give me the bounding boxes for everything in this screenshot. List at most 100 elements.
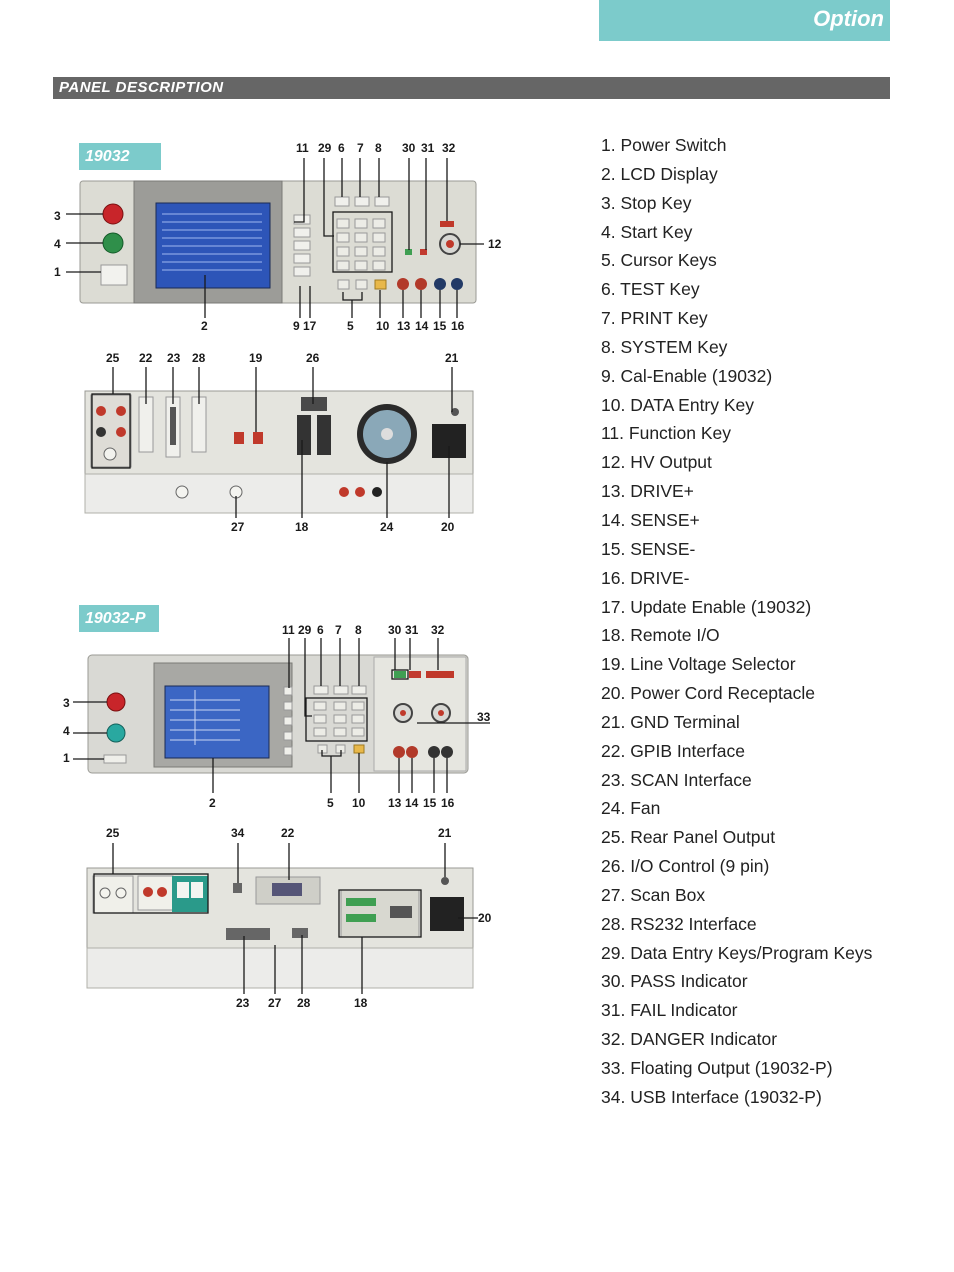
legend-item: 6. TEST Key	[601, 279, 700, 300]
legend-item: 13. DRIVE+	[601, 481, 694, 502]
callout: 27	[268, 996, 282, 1010]
callout: 16	[441, 796, 455, 810]
callout: 13	[388, 796, 402, 810]
callout: 2	[209, 796, 216, 810]
callout: 6	[338, 141, 345, 155]
legend-item: 30. PASS Indicator	[601, 971, 748, 992]
callout: 27	[231, 520, 245, 534]
option-label: Option	[813, 6, 884, 31]
callout: 15	[433, 319, 447, 333]
legend-item: 28. RS232 Interface	[601, 913, 757, 934]
callout: 16	[451, 319, 465, 333]
callout: 15	[423, 796, 437, 810]
legend-item: 26. I/O Control (9 pin)	[601, 856, 770, 877]
callout: 31	[405, 623, 419, 637]
legend-item: 32. DANGER Indicator	[601, 1029, 778, 1050]
callout: 31	[421, 141, 435, 155]
callout: 25	[106, 826, 120, 840]
rear-19032-leader-lines	[91, 367, 453, 518]
callout: 23	[167, 351, 181, 365]
legend-item: 16. DRIVE-	[601, 567, 690, 588]
legend-item: 20. Power Cord Receptacle	[601, 683, 815, 704]
callout: 24	[380, 520, 394, 534]
callout: 30	[402, 141, 416, 155]
legend-item: 34. USB Interface (19032-P)	[601, 1086, 822, 1107]
callout: 30	[388, 623, 402, 637]
legend-item: 25. Rear Panel Output	[601, 827, 776, 848]
callout: 10	[376, 319, 390, 333]
panel-legend: 1. Power Switch 2. LCD Display 3. Stop K…	[601, 132, 872, 1113]
callout: 29	[318, 141, 332, 155]
callout: 28	[297, 996, 311, 1010]
callout: 33	[477, 710, 491, 724]
legend-item: 29. Data Entry Keys/Program Keys	[601, 942, 873, 963]
callout: 8	[375, 141, 382, 155]
callout: 19	[249, 351, 263, 365]
callout: 13	[397, 319, 411, 333]
callout: 32	[442, 141, 456, 155]
legend-item: 8. SYSTEM Key	[601, 336, 728, 357]
legend-item: 10. DATA Entry Key	[601, 394, 755, 415]
callout: 29	[298, 623, 312, 637]
section-header: PANEL DESCRIPTION	[53, 77, 890, 99]
callout: 7	[357, 141, 364, 155]
section-title: PANEL DESCRIPTION	[59, 79, 224, 96]
callout: 25	[106, 351, 120, 365]
legend-item: 2. LCD Display	[601, 163, 718, 184]
model-label-19032: 19032	[79, 143, 161, 170]
legend-item: 21. GND Terminal	[601, 711, 740, 732]
callout: 28	[192, 351, 206, 365]
legend-item: 19. Line Voltage Selector	[601, 654, 796, 675]
callout: 14	[415, 319, 429, 333]
callout: 12	[488, 237, 502, 251]
legend-item: 18. Remote I/O	[601, 625, 720, 646]
legend-item: 23. SCAN Interface	[601, 769, 752, 790]
legend-item: 24. Fan	[601, 798, 661, 819]
legend-item: 22. GPIB Interface	[601, 740, 745, 761]
callout: 21	[445, 351, 459, 365]
callout: 34	[231, 826, 245, 840]
callout: 4	[54, 237, 61, 251]
callout: 23	[236, 996, 250, 1010]
callout: 3	[54, 209, 61, 223]
legend-item: 5. Cursor Keys	[601, 250, 717, 271]
callout: 2	[201, 319, 208, 333]
callout: 3	[63, 696, 70, 710]
callout: 18	[295, 520, 309, 534]
front-19032-leader-lines	[66, 158, 484, 318]
legend-item: 27. Scan Box	[601, 884, 706, 905]
callout: 22	[139, 351, 153, 365]
callout: 6	[317, 623, 324, 637]
legend-item: 14. SENSE+	[601, 509, 700, 530]
callout: 7	[335, 623, 342, 637]
rear-panel-19032	[84, 390, 474, 514]
front-panel-19032	[79, 180, 477, 304]
callout: 32	[431, 623, 445, 637]
callout: 9 17	[293, 319, 317, 333]
legend-item: 11. Function Key	[601, 423, 732, 444]
model-label-19032-p: 19032-P	[79, 605, 159, 632]
legend-item: 3. Stop Key	[601, 192, 692, 213]
legend-item: 4. Start Key	[601, 221, 693, 242]
legend-item: 33. Floating Output (19032-P)	[601, 1058, 833, 1078]
front-19032-p-leader-lines	[73, 638, 490, 793]
legend-item: 9. Cal-Enable (19032)	[601, 365, 773, 386]
option-tab: Option	[599, 0, 890, 41]
front-panel-19032-p	[87, 654, 469, 774]
callout: 10	[352, 796, 366, 810]
callout: 1	[63, 751, 70, 765]
legend-item: 15. SENSE-	[601, 538, 696, 559]
callout: 20	[441, 520, 455, 534]
callout: 18	[354, 996, 368, 1010]
callout: 21	[438, 826, 452, 840]
legend-item: 7. PRINT Key	[601, 308, 708, 329]
callout: 1	[54, 265, 61, 279]
callout: 22	[281, 826, 295, 840]
legend-item: 17. Update Enable (19032)	[601, 596, 812, 617]
callout: 20	[478, 911, 492, 925]
callout: 5	[327, 796, 334, 810]
legend-item: 31. FAIL Indicator	[601, 1000, 738, 1021]
legend-item: 1. Power Switch	[601, 135, 727, 155]
legend-item: 12. HV Output	[601, 452, 712, 473]
